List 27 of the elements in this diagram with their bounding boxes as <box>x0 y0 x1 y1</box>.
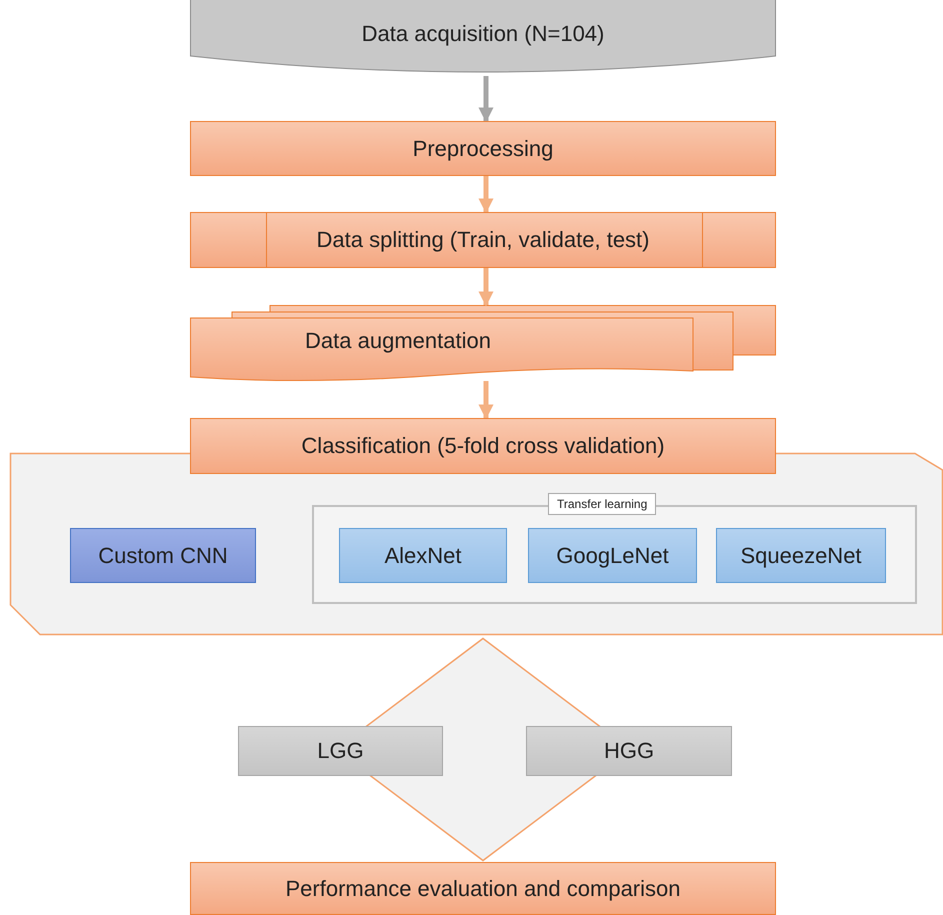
group-title: Transfer learning <box>548 493 656 515</box>
class-box <box>238 726 443 776</box>
model-box <box>339 528 507 583</box>
predefined-process-box <box>190 212 776 268</box>
model-box <box>70 528 256 583</box>
node-label: Data acquisition (N=104) <box>362 21 604 47</box>
model-box <box>528 528 697 583</box>
process-box <box>190 862 776 915</box>
process-box <box>190 418 776 474</box>
node-label: Custom CNN <box>98 542 228 568</box>
arrow <box>478 268 494 306</box>
process-box <box>190 121 776 176</box>
node-label: LGG <box>317 738 364 764</box>
node-label: SqueezeNet <box>740 542 862 568</box>
node-label: HGG <box>604 738 654 764</box>
node-label: Performance evaluation and comparison <box>285 876 680 902</box>
node-label: AlexNet <box>384 542 462 568</box>
arrow <box>478 76 494 122</box>
node-label: Data splitting (Train, validate, test) <box>316 227 650 253</box>
node-label: Classification (5-fold cross validation) <box>301 433 665 459</box>
class-box <box>526 726 732 776</box>
node-label: Preprocessing <box>412 136 554 162</box>
node-label: Data augmentation <box>305 328 491 354</box>
arrow <box>478 176 494 214</box>
node-label: GoogLeNet <box>556 542 669 568</box>
model-box <box>716 528 886 583</box>
arrow <box>478 381 494 420</box>
